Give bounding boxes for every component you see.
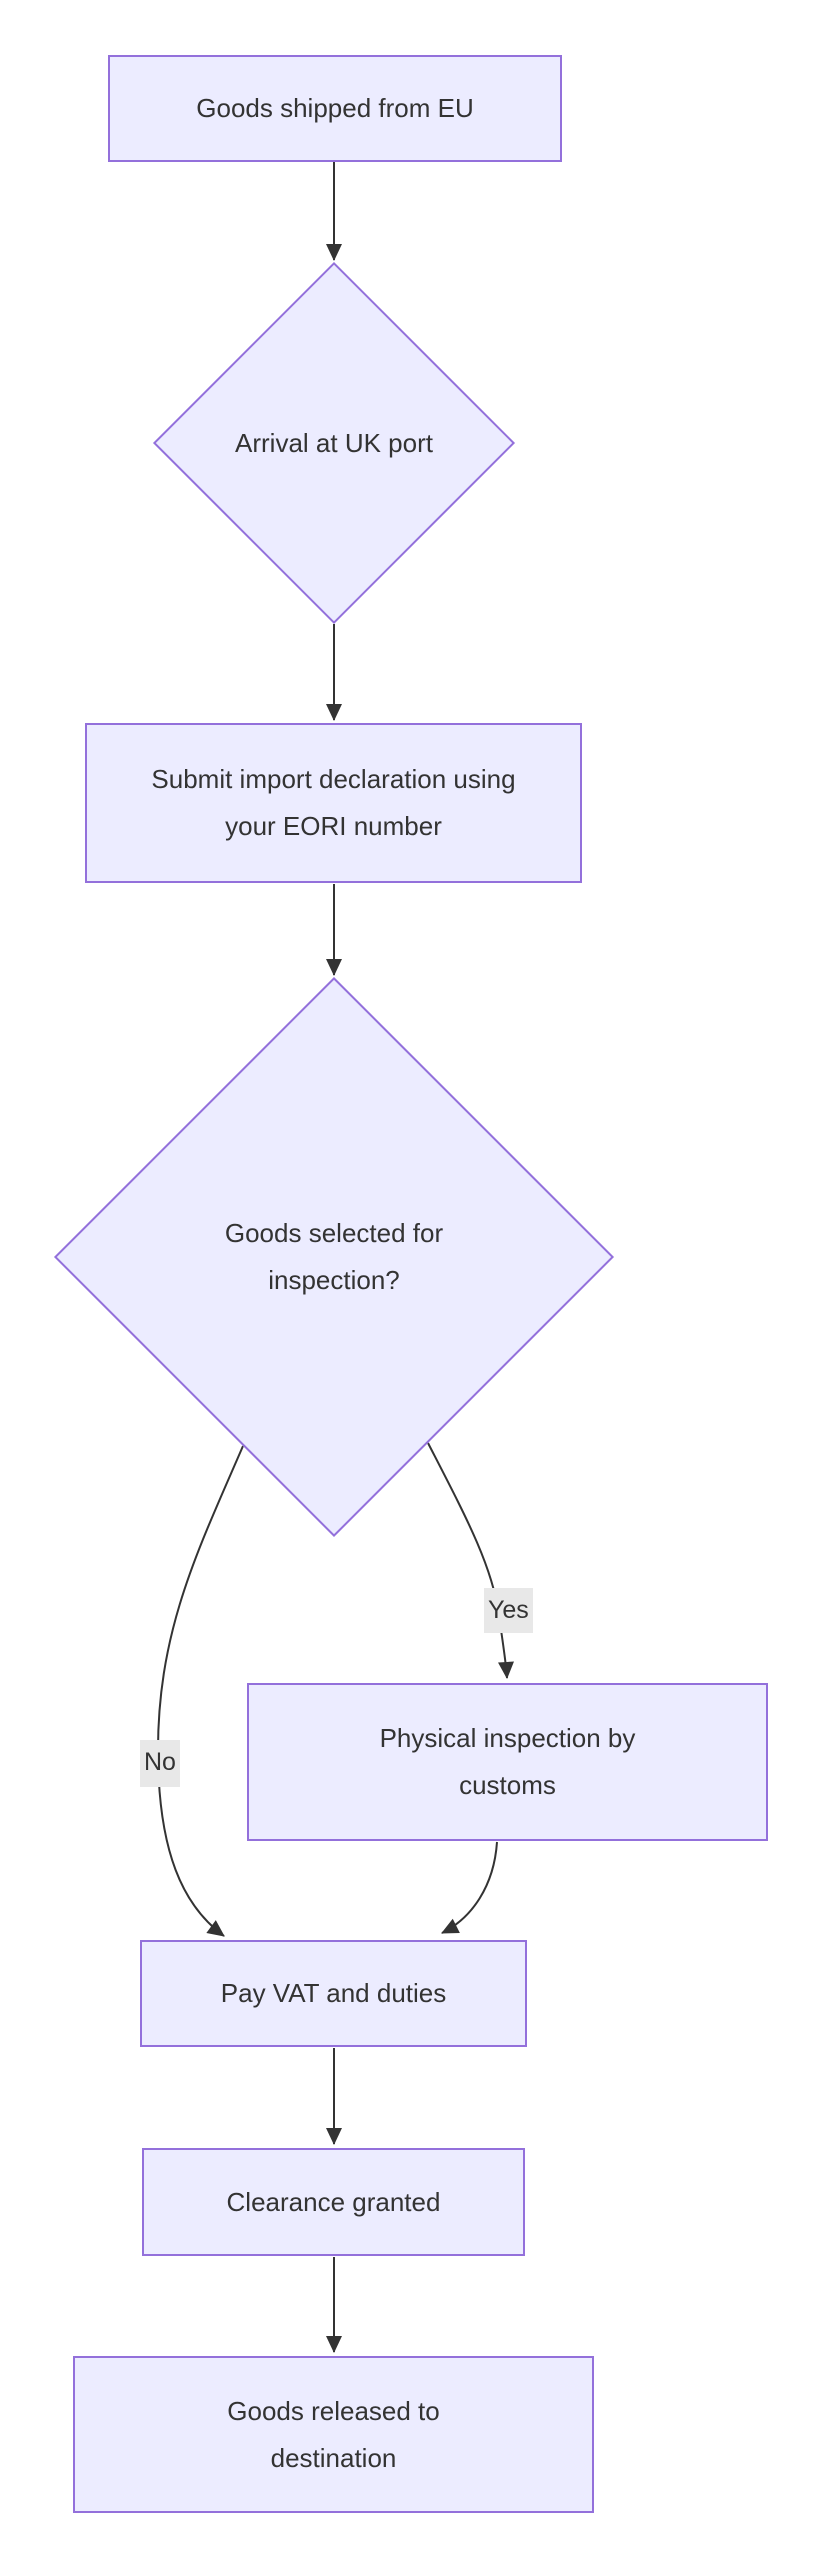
edge-inspection-no-to-pay — [156, 1445, 244, 1937]
edge-inspection-yes-to-physical — [427, 1442, 514, 1679]
node-label: Physical inspection by customs — [379, 1723, 636, 1800]
edge-physical-to-pay — [441, 1841, 498, 1934]
node-label: Pay VAT and duties — [220, 1978, 447, 2009]
node-goods-selected-for-inspection: Goods selected for inspection? — [53, 976, 615, 1538]
edge-label-no: No — [140, 1740, 180, 1787]
node-goods-released-to-destination: Goods released to destination — [73, 2356, 594, 2513]
node-label: Arrival at UK port — [235, 427, 433, 458]
node-physical-inspection-by-customs: Physical inspection by customs — [247, 1683, 768, 1841]
node-label: Goods selected for inspection? — [224, 1218, 444, 1295]
node-pay-vat-and-duties: Pay VAT and duties — [140, 1940, 527, 2047]
node-label: Clearance granted — [226, 2186, 441, 2217]
node-label: Goods shipped from EU — [196, 93, 474, 124]
node-clearance-granted: Clearance granted — [142, 2148, 525, 2256]
node-submit-import-declaration: Submit import declaration using your EOR… — [85, 723, 582, 883]
node-arrival-at-uk-port: Arrival at UK port — [152, 261, 516, 625]
node-label: Submit import declaration using your EOR… — [151, 764, 516, 841]
node-goods-shipped-from-eu: Goods shipped from EU — [108, 55, 562, 162]
edge-label-yes: Yes — [484, 1588, 533, 1633]
node-label: Goods released to destination — [227, 2395, 440, 2473]
